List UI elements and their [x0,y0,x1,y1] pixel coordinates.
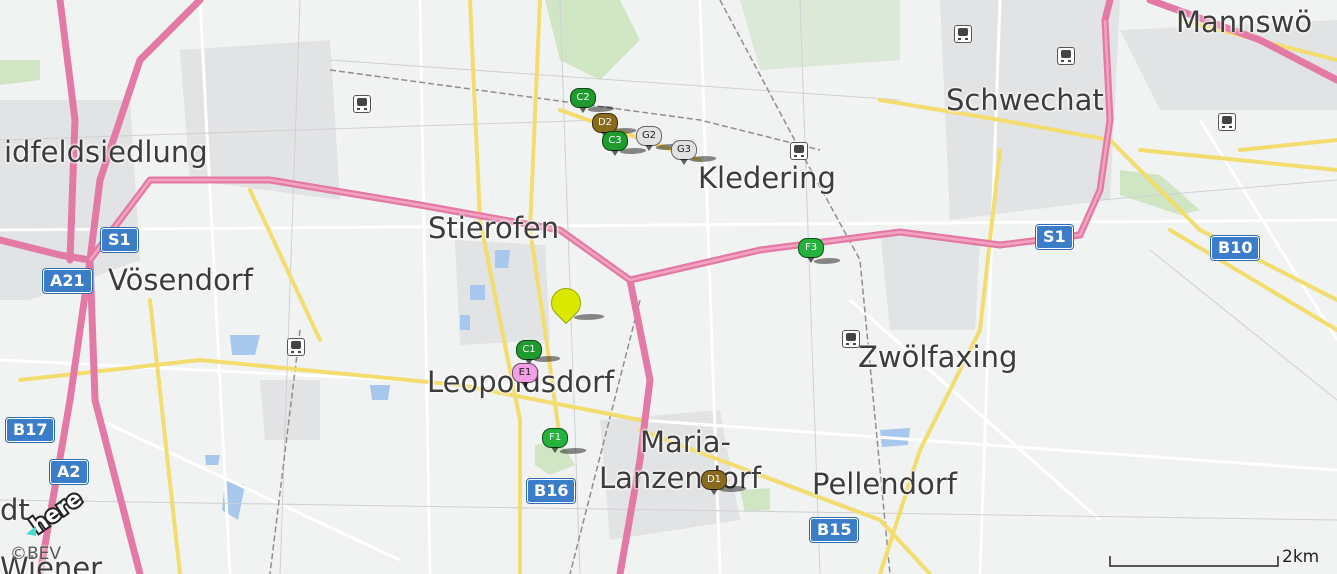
place-label-pellendorf: Pellendorf [812,467,957,501]
map-pin-g3[interactable]: G3 [671,140,697,165]
road-shield-a21: A21 [42,268,93,294]
place-label-dt: dt [0,493,30,527]
map-pin-d1[interactable]: D1 [701,470,727,495]
road-shield-b17: B17 [4,417,56,443]
road-shield-a2: A2 [49,459,89,485]
scale-bar-label: 2km [1282,547,1320,567]
map-pin-d2[interactable]: D2 [592,113,618,138]
rail-station-icon [954,25,972,43]
rail-station-icon [353,95,371,113]
map-pin-c1[interactable]: C1 [516,340,542,365]
place-label-mannswoerth: Mannswö [1176,5,1313,39]
place-label-haidfeldsiedlung: idfeldsiedlung [4,135,208,169]
place-label-wiener: Wiener [0,551,103,574]
map-pin-c2[interactable]: C2 [570,88,596,113]
map-attribution: ©BEV [10,544,62,564]
road-shield-b16: B16 [525,478,577,504]
rail-station-icon [1218,113,1236,131]
rail-station-icon [1057,47,1075,65]
road-shield-s1-east: S1 [1035,224,1074,250]
place-label-voesendorf: Vösendorf [108,263,253,297]
place-label-maria: Maria- [640,425,732,459]
map-pin-c3[interactable]: C3 [602,131,628,156]
place-label-schwechat: Schwechat [946,83,1104,117]
rail-station-icon [842,330,860,348]
rail-station-icon [287,338,305,356]
road-shield-b15: B15 [808,517,860,543]
map-pin-f1[interactable]: F1 [542,428,568,453]
map-pin-e1[interactable]: E1 [512,363,538,388]
road-shield-b10: B10 [1209,235,1261,261]
map-pin-g2[interactable]: G2 [636,126,662,151]
place-label-stierofen: Stierofen [428,211,560,245]
here-logo: here [24,484,89,540]
place-label-lanzendorf: Lanzendorf [599,461,762,495]
place-label-zwoelfaxing: Zwölfaxing [858,340,1018,374]
map-pin-f3[interactable]: F3 [798,238,824,263]
place-label-kledering: Kledering [698,161,836,195]
rail-station-icon [790,142,808,160]
road-shield-s1-west: S1 [100,227,139,253]
